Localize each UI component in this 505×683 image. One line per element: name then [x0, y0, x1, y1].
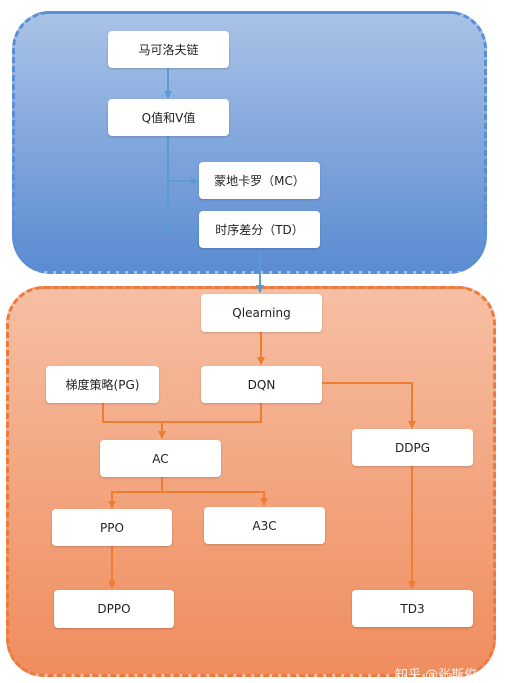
node-markov-chain: 马可洛夫链 — [108, 31, 229, 68]
node-dqn-label: DQN — [247, 377, 276, 392]
node-dppo-label: DPPO — [97, 602, 131, 616]
node-temporal-difference-label: 时序差分（TD） — [215, 223, 304, 237]
node-td3-label: TD3 — [400, 601, 425, 616]
node-ppo-label: PPO — [100, 520, 124, 535]
node-qlearning-label: Qlearning — [232, 306, 291, 320]
node-ddpg-label: DDPG — [394, 440, 430, 455]
node-dqn: DQN — [201, 366, 322, 403]
node-a3c-label: A3C — [252, 518, 277, 533]
node-policy-gradient: 梯度策略(PG) — [46, 366, 159, 403]
node-ac-label: AC — [152, 451, 169, 466]
node-temporal-difference: 时序差分（TD） — [199, 211, 320, 248]
node-ppo: PPO — [52, 509, 172, 546]
node-q-and-v-values: Q值和V值 — [108, 99, 229, 136]
node-monte-carlo: 蒙地卡罗（MC） — [199, 162, 320, 199]
node-qlearning: Qlearning — [201, 294, 322, 332]
node-a3c: A3C — [204, 507, 325, 544]
node-ddpg: DDPG — [352, 429, 473, 466]
node-policy-gradient-label: 梯度策略(PG) — [65, 378, 140, 392]
watermark-text: 知乎 @张斯俊 — [395, 668, 478, 683]
node-ac: AC — [100, 440, 221, 477]
node-td3: TD3 — [352, 590, 473, 627]
node-dppo: DPPO — [54, 590, 174, 628]
node-markov-chain-label: 马可洛夫链 — [138, 43, 199, 57]
node-monte-carlo-label: 蒙地卡罗（MC） — [214, 174, 305, 188]
node-q-and-v-values-label: Q值和V值 — [141, 111, 196, 125]
